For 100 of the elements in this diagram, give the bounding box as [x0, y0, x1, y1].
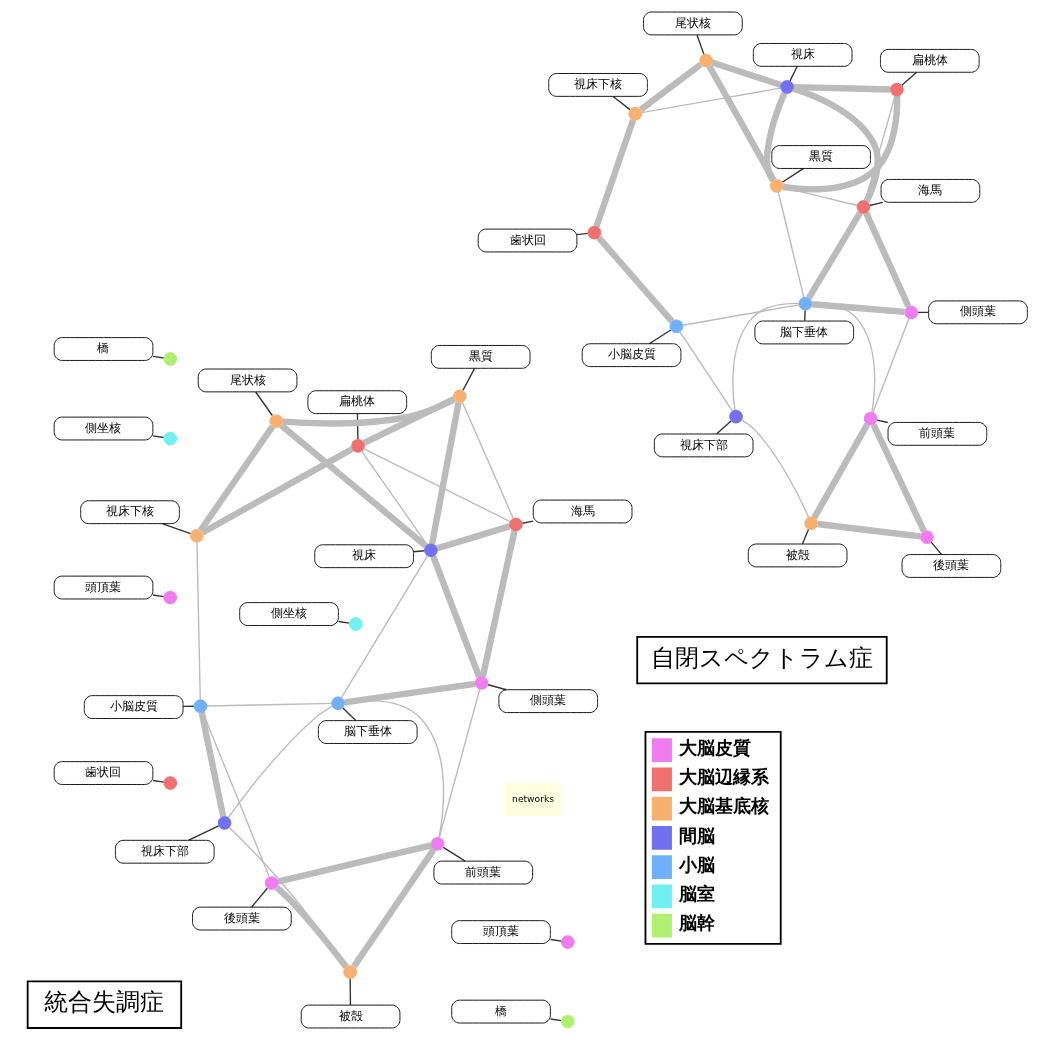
node-circle [903, 305, 918, 320]
connector [681, 304, 799, 326]
node-box: 海馬 [880, 179, 980, 203]
node-box: 小脳皮質 [83, 695, 183, 719]
connector [549, 938, 562, 942]
node-circle [889, 82, 904, 97]
connector [151, 779, 164, 783]
node-box: 側頭葉 [497, 689, 598, 714]
node-box: 側頭葉 [927, 300, 1028, 325]
connector [442, 846, 466, 862]
node-circle [423, 543, 438, 558]
node-circle [508, 517, 523, 532]
connector [929, 541, 942, 555]
connector [341, 707, 356, 722]
node-box: 扁桃体 [307, 390, 407, 415]
node-box: 脳下垂体 [753, 320, 854, 345]
connector [595, 235, 674, 324]
node-circle [162, 590, 177, 605]
connector [816, 520, 921, 540]
label: networks [511, 793, 554, 804]
node-circle [586, 225, 601, 240]
legend-label: 大脳皮質 [678, 736, 751, 758]
node-box: 視床 [313, 544, 414, 569]
connector [871, 317, 909, 414]
node-box: 統合失調症 [26, 980, 182, 1029]
node-box: 視床下部 [114, 839, 215, 864]
connector [227, 705, 333, 819]
connector [161, 523, 191, 535]
connector [640, 87, 781, 114]
connector [781, 167, 804, 183]
node-box: 後頭葉 [901, 554, 1001, 578]
node-circle [560, 1014, 575, 1029]
connector [205, 702, 332, 707]
node-circle [189, 528, 204, 543]
node-box: 視床下核 [547, 73, 648, 97]
connector [793, 83, 890, 93]
node-circle [452, 389, 467, 404]
node-box: 扁桃体 [879, 48, 980, 73]
connector [461, 367, 475, 392]
connector [801, 528, 809, 545]
connector [612, 95, 631, 111]
connector [362, 448, 511, 523]
connector [198, 711, 226, 818]
connector [695, 34, 705, 55]
node-box: 視床 [752, 43, 852, 67]
node-box: 前頭葉 [887, 422, 987, 446]
connector [276, 842, 432, 885]
node-circle [350, 439, 365, 453]
connector [151, 594, 164, 598]
connector [412, 550, 425, 553]
connector [278, 422, 428, 549]
node-box: 尾状核 [197, 368, 297, 393]
node-circle [769, 179, 784, 193]
connector [862, 211, 911, 308]
node-box: 小脳皮質 [581, 343, 681, 368]
node-circle [698, 53, 713, 68]
connector [428, 402, 462, 545]
connector [648, 329, 671, 345]
node-circle [162, 776, 177, 790]
connector [782, 96, 900, 193]
node-circle [330, 696, 345, 711]
node-box: 自閉スペクトラム症 [635, 635, 888, 685]
node-box: 橋 [450, 999, 551, 1024]
legend-label: 間脳 [678, 824, 715, 846]
node-box: 後頭葉 [191, 906, 292, 931]
node-circle [474, 676, 488, 690]
connector [870, 423, 927, 533]
connector [228, 826, 347, 968]
node-box: 頭頂葉 [53, 575, 153, 600]
connector [200, 446, 354, 536]
node-circle [162, 431, 177, 446]
connector [151, 435, 164, 439]
connector [678, 331, 733, 412]
node-circle [803, 516, 818, 531]
node-circle [193, 699, 207, 713]
legend-label: 脳室 [678, 883, 715, 905]
node-box: 被殻 [747, 543, 847, 568]
node-box: 被殻 [300, 1004, 400, 1029]
connector [875, 419, 888, 424]
connector [361, 396, 455, 446]
node-box: 黒質 [770, 145, 871, 169]
connector [195, 541, 201, 701]
connector [479, 530, 518, 678]
connector [340, 555, 428, 699]
connector [343, 680, 475, 706]
connector [731, 302, 799, 411]
node-box: 側坐核 [238, 602, 339, 626]
node-circle [264, 876, 279, 890]
connector [435, 523, 510, 552]
connector [343, 699, 444, 839]
legend-label: 大脳基底核 [678, 795, 769, 817]
node-box: 海馬 [532, 499, 632, 524]
connector [486, 684, 507, 691]
connector [868, 201, 883, 207]
node-box: 尾状核 [642, 11, 743, 36]
node-box: 脳下垂体 [317, 720, 418, 744]
connector [763, 91, 787, 183]
connector [788, 65, 798, 82]
node-circle [627, 106, 642, 121]
connector [461, 401, 514, 519]
